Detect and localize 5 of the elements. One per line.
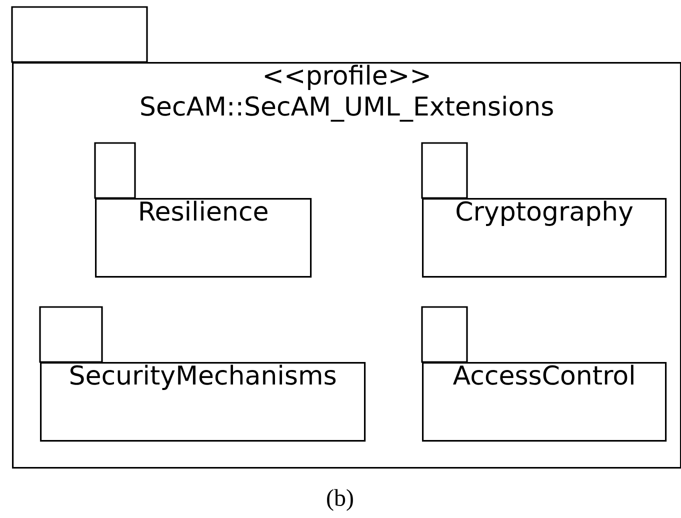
package-box: Cryptography	[421, 142, 667, 278]
package-box: AccessControl	[421, 306, 667, 442]
caption: (b)	[327, 489, 353, 511]
package-box: Resilience	[94, 142, 312, 278]
package-box: SecurityMechanisms	[39, 306, 366, 442]
